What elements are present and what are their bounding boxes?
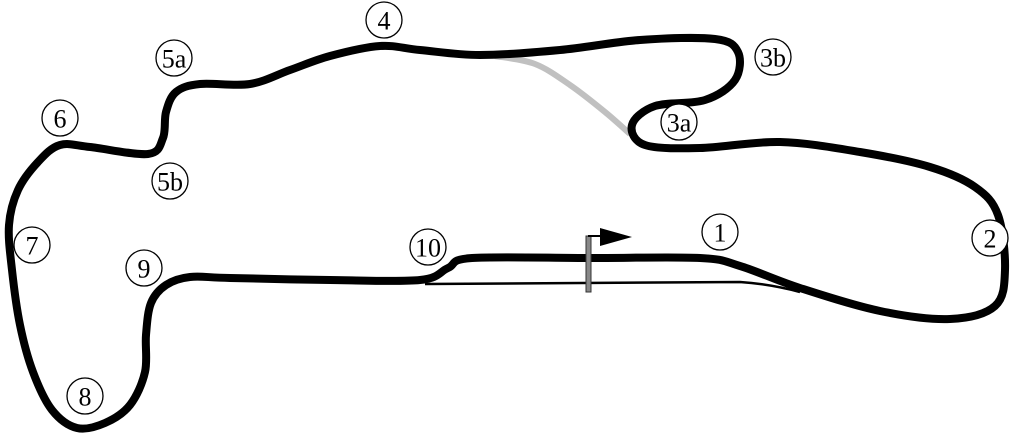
turn-marker-5b: 5b <box>151 162 189 200</box>
turn-marker-3b: 3b <box>754 38 792 76</box>
turn-circle <box>125 249 163 287</box>
turn-marker-9: 9 <box>125 249 163 287</box>
turn-circle <box>660 103 698 141</box>
turn-marker-7: 7 <box>13 226 51 264</box>
turn-label: 3b <box>760 44 786 73</box>
turn-marker-6: 6 <box>41 99 79 137</box>
turn-marker-10: 10 <box>409 228 447 266</box>
turn-marker-1: 1 <box>701 213 739 251</box>
turn-circle <box>409 228 447 266</box>
main-track <box>4 33 1010 433</box>
turn-circle <box>701 213 739 251</box>
turn-label: 8 <box>79 383 92 412</box>
turn-circle <box>971 219 1009 257</box>
turn-circle <box>41 99 79 137</box>
turn-marker-2: 2 <box>971 219 1009 257</box>
turn-label: 9 <box>138 255 151 284</box>
alternate-route-shortcut <box>494 53 632 137</box>
turn-marker-5a: 5a <box>155 39 193 77</box>
turn-circle <box>155 39 193 77</box>
turn-marker-3a: 3a <box>660 103 698 141</box>
turn-circle <box>151 162 189 200</box>
turn-label: 7 <box>26 232 39 261</box>
start-finish-flag-icon <box>585 228 632 293</box>
turn-label: 1 <box>714 219 727 248</box>
turn-circle <box>13 226 51 264</box>
turn-marker-4: 4 <box>365 1 403 39</box>
pit-lane <box>424 280 801 294</box>
turn-circle <box>754 38 792 76</box>
turn-label: 4 <box>378 7 391 36</box>
turn-label: 6 <box>54 105 67 134</box>
turn-circle <box>365 1 403 39</box>
turn-label: 5b <box>157 168 183 197</box>
turn-marker-8: 8 <box>66 377 104 415</box>
turn-circle <box>66 377 104 415</box>
turn-label: 2 <box>984 225 997 254</box>
turn-label: 3a <box>667 109 692 138</box>
turn-label: 10 <box>415 234 441 263</box>
turn-label: 5a <box>162 45 187 74</box>
